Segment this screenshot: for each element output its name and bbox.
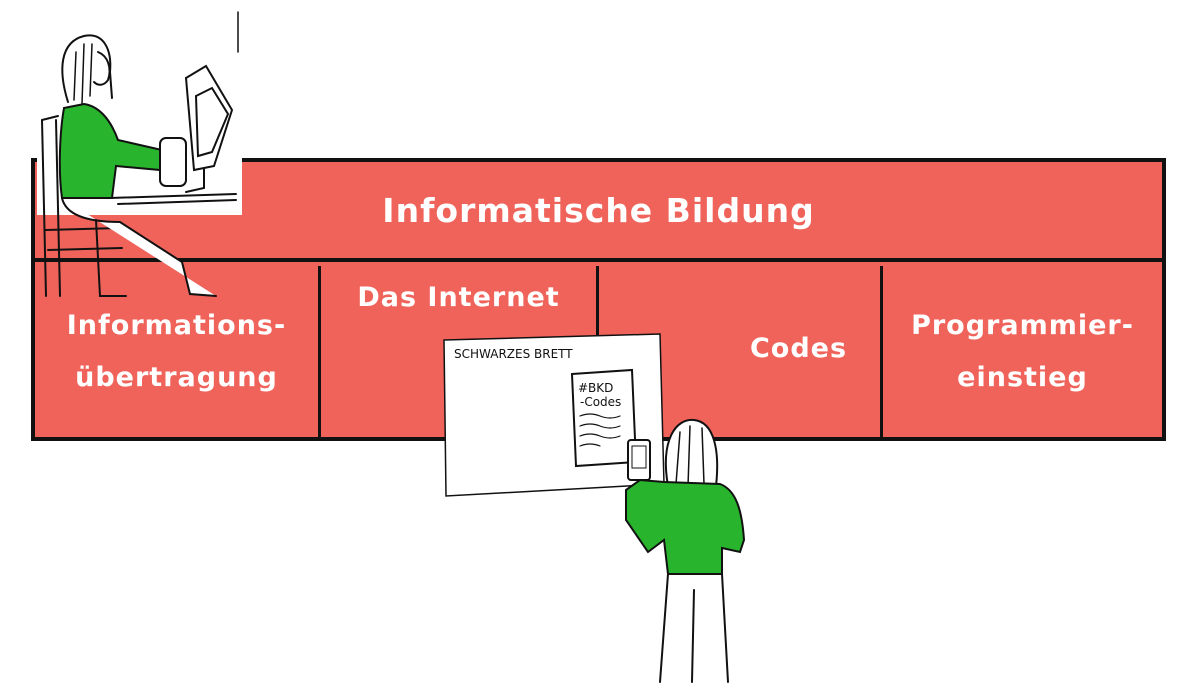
topic-informationsuebertragung: Informations- übertragung bbox=[35, 266, 318, 437]
topic-label-line1: Informations- bbox=[66, 310, 287, 342]
topic-label: Das Internet bbox=[357, 282, 560, 313]
topic-label-line2: einstieg bbox=[957, 361, 1088, 393]
topic-label: Codes bbox=[749, 332, 848, 364]
topic-panel: Informatische Bildung Informations- über… bbox=[31, 158, 1166, 441]
topic-programmiereinstieg: Programmier- einstieg bbox=[880, 266, 1162, 437]
topic-label-line1: Programmier- bbox=[911, 310, 1134, 342]
main-title: Informatische Bildung bbox=[35, 162, 1162, 262]
topic-label-line2: übertragung bbox=[75, 361, 278, 393]
topic-codes: Codes bbox=[596, 266, 880, 437]
topic-das-internet: Das Internet bbox=[318, 266, 596, 437]
